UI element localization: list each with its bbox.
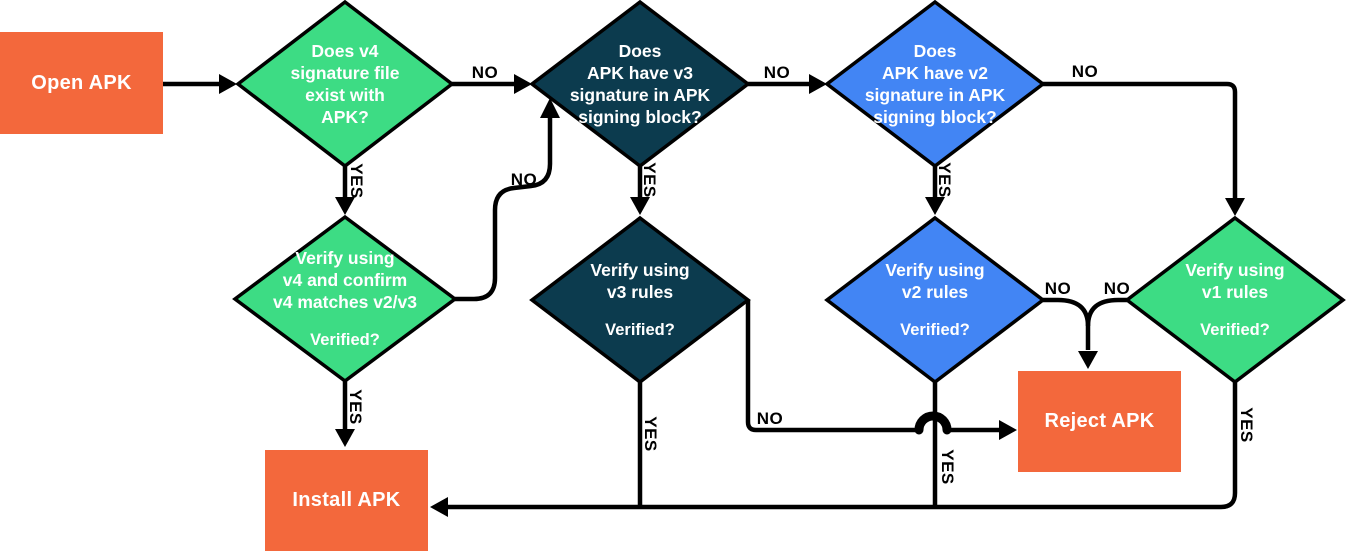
node-open-apk-label: Open APK <box>31 71 132 94</box>
edge-v2-block-no <box>1043 81 1238 200</box>
arrowhead-into-install-right <box>430 497 448 517</box>
edge-v4-verify-no <box>455 116 553 302</box>
arrowhead-into-v3-verify <box>630 197 650 215</box>
arrowhead-into-v1-verify <box>1225 198 1245 216</box>
arrowhead-into-v2-block <box>809 74 827 94</box>
arrowhead-into-v4-exists <box>219 74 237 94</box>
arrowhead-into-reject-left <box>999 420 1017 440</box>
edge-v1-verify-yes-to-install <box>448 382 1238 510</box>
edge-v3-verify-no <box>745 300 1001 433</box>
diamond-v4-verify <box>232 214 458 384</box>
arrowhead-into-install-top <box>335 429 355 447</box>
edge-v1-verify-no <box>1085 297 1127 327</box>
node-install-apk: Install APK <box>265 450 428 551</box>
diamond-v1-verify <box>1124 215 1346 385</box>
node-reject-apk: Reject APK <box>1018 371 1181 472</box>
diamond-v3-verify <box>529 215 751 385</box>
arrowhead-into-v2-verify <box>925 197 945 215</box>
edge-v2-verify-no <box>1043 297 1091 350</box>
diamond-v2-block <box>824 0 1046 169</box>
diamond-v4-exists <box>235 0 455 169</box>
diamond-v3-block <box>529 0 751 169</box>
node-open-apk: Open APK <box>0 32 163 134</box>
arrowhead-into-v3-block <box>514 74 532 94</box>
arrowhead-v4-verify-no-up <box>540 98 560 118</box>
arrowhead-into-v4-verify <box>335 197 355 215</box>
node-install-apk-label: Install APK <box>292 489 401 511</box>
node-reject-apk-label: Reject APK <box>1044 410 1155 432</box>
diamond-v2-verify <box>824 215 1046 385</box>
arrowhead-into-reject-top <box>1078 351 1098 369</box>
